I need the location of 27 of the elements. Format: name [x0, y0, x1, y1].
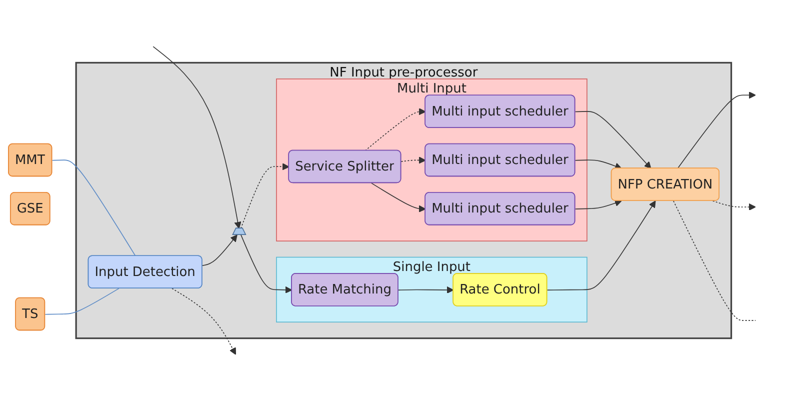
- process-box: Service Splitter: [288, 150, 402, 184]
- arrow: [400, 156, 426, 164]
- process-box: Rate Control: [452, 273, 548, 306]
- process-box: Rate Matching: [291, 273, 398, 306]
- process-box: Multi input scheduler: [424, 94, 576, 128]
- arrow: [398, 286, 454, 294]
- arrow: [172, 288, 236, 355]
- input-box: GSE: [10, 192, 50, 226]
- arrow: [202, 234, 238, 266]
- arrow: [574, 200, 622, 210]
- process-box: Multi input scheduler: [424, 192, 576, 226]
- arrow: [574, 160, 622, 170]
- arrow: [370, 182, 426, 212]
- process-box: Input Detection: [88, 255, 202, 288]
- process-box: NFP CREATION: [610, 168, 720, 201]
- arrow: [364, 108, 426, 152]
- multiplexer-trapezoid: [232, 228, 246, 235]
- arrow: [240, 163, 290, 229]
- input-box: TS: [15, 297, 46, 331]
- process-box: Multi input scheduler: [424, 143, 576, 177]
- arrow: [240, 234, 292, 294]
- arrow: [574, 111, 652, 169]
- arrow: [712, 200, 756, 211]
- input-box: MMT: [8, 143, 52, 177]
- arrow: [677, 92, 756, 169]
- arrow: [546, 200, 656, 290]
- arrow: [152, 46, 242, 229]
